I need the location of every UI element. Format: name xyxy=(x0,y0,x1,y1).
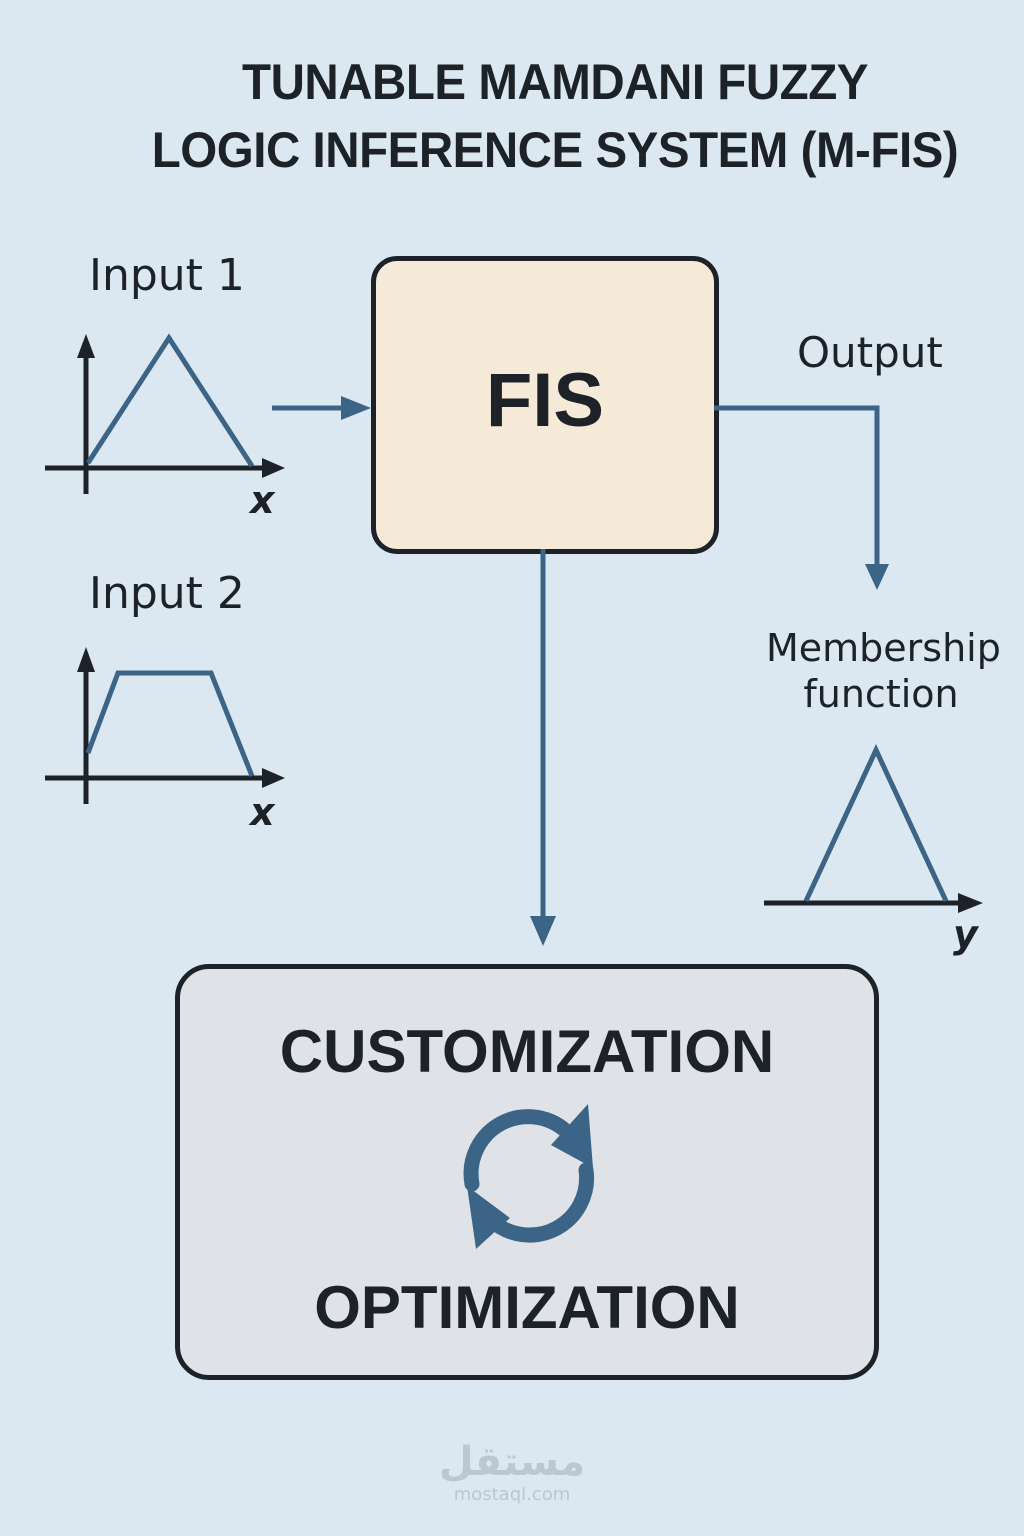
input-1-label: Input 1 xyxy=(89,250,245,301)
watermark-logo-latin: mostaql.com xyxy=(453,1484,571,1505)
input-2-label: Input 2 xyxy=(89,568,245,619)
output-triangular-mf xyxy=(803,744,949,903)
refresh-arrowhead-top xyxy=(551,1104,593,1168)
membership-function-label: Membership function xyxy=(766,625,1001,717)
optimization-label: OPTIMIZATION xyxy=(314,1274,740,1341)
input-2-axis-label: x xyxy=(250,790,275,834)
fis-label: FIS xyxy=(485,357,605,443)
membership-label-line-1: Membership xyxy=(766,626,1001,670)
fis-block: FIS xyxy=(371,256,719,554)
diagram-title: TUNABLE MAMDANI FUZZY LOGIC INFERENCE SY… xyxy=(0,48,1024,184)
arrowhead xyxy=(865,564,889,590)
input-1-triangular-mf xyxy=(85,333,255,468)
input-2-x-axis-arrowhead xyxy=(262,768,285,788)
membership-label-line-2: function xyxy=(803,672,959,716)
fis-to-output-arrow xyxy=(714,405,889,590)
input-2-trapezoidal-mf xyxy=(85,670,255,777)
input-2-y-axis-arrowhead xyxy=(77,647,95,672)
refresh-cycle-icon xyxy=(463,1104,595,1249)
output-axis-label: y xyxy=(953,912,978,956)
input-1-membership-plot xyxy=(45,333,285,494)
title-line-1: TUNABLE MAMDANI FUZZY xyxy=(242,54,868,110)
input-2-membership-plot xyxy=(45,647,285,804)
refresh-arrowhead-bottom xyxy=(467,1186,510,1249)
output-label: Output xyxy=(797,328,943,377)
arrowhead xyxy=(341,396,371,420)
input-1-axis-label: x xyxy=(250,478,275,522)
watermark-logo-arabic: مستقل xyxy=(438,1439,586,1485)
title-line-2: LOGIC INFERENCE SYSTEM (M-FIS) xyxy=(151,122,959,178)
tuning-block: CUSTOMIZATION OPTIMIZATION xyxy=(175,964,879,1380)
input-1-y-axis-arrowhead xyxy=(77,334,95,358)
arrow-shaft xyxy=(714,405,880,568)
fis-to-tuning-arrow xyxy=(530,549,556,946)
refresh-arc-top xyxy=(463,1109,577,1192)
input-1-to-fis-arrow xyxy=(272,396,371,420)
output-axis-arrowhead xyxy=(958,893,983,913)
arrowhead xyxy=(530,916,556,946)
refresh-arc-bottom xyxy=(483,1162,595,1243)
customization-label: CUSTOMIZATION xyxy=(279,1018,775,1085)
output-membership-plot xyxy=(764,744,983,913)
input-1-x-axis-arrowhead xyxy=(262,458,285,478)
